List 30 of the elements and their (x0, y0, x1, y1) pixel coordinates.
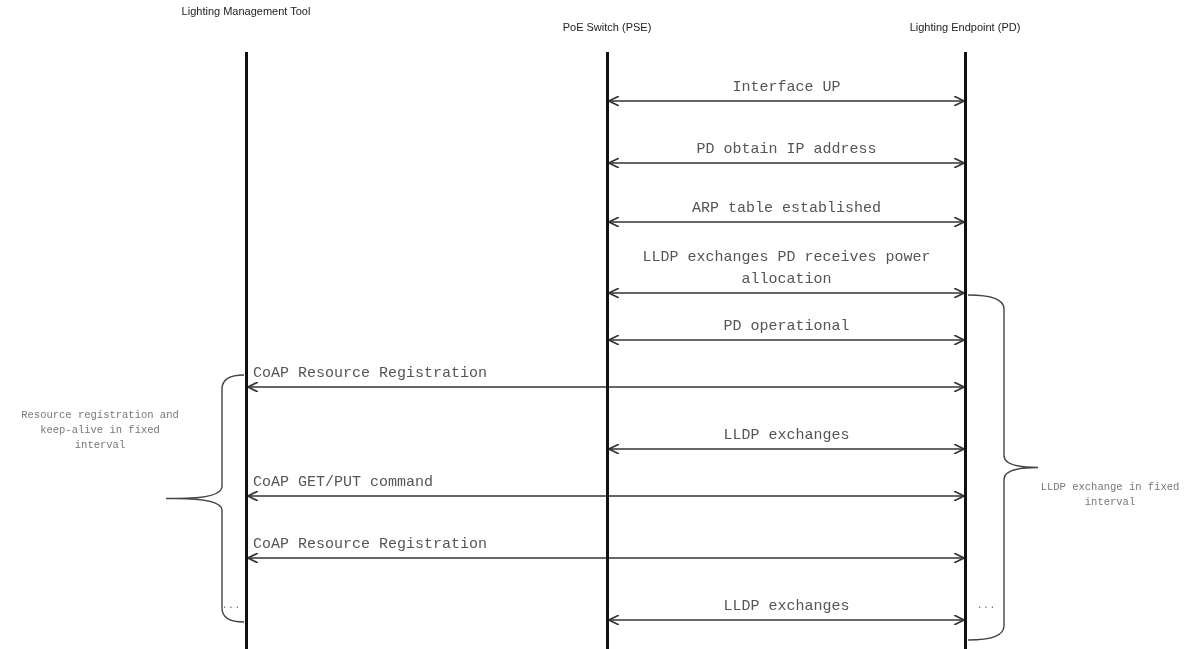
lifeline (606, 52, 609, 649)
note-text: Resource registration and keep-alive in fixed interval (20, 408, 180, 453)
arrow (608, 216, 965, 228)
arrow (608, 287, 965, 299)
edge-label: ARP table established (691, 199, 882, 219)
lifeline (245, 52, 248, 649)
edge-label: LLDP exchanges (722, 597, 851, 617)
lifeline-heading: Lighting Endpoint (PD) (908, 20, 1022, 35)
arrow (247, 490, 965, 502)
arrow (247, 381, 965, 393)
lifeline (964, 52, 967, 649)
edge-label: LLDP exchanges (722, 426, 851, 446)
arrow (608, 614, 965, 626)
edge-label: PD obtain IP address (695, 140, 878, 160)
edge-label: CoAP Resource Registration (253, 364, 488, 384)
edge-label: LLDP exchanges PD receives power allocation (641, 248, 932, 290)
note-text: ... (975, 598, 997, 613)
note-text: LLDP exchange in fixed interval (1040, 480, 1180, 510)
edge-label: Interface UP (731, 78, 842, 98)
arrow (247, 552, 965, 564)
arrow (608, 157, 965, 169)
arrow (608, 443, 965, 455)
lifeline-heading: Lighting Management Tool (180, 4, 312, 19)
arrow (608, 334, 965, 346)
edge-label: CoAP GET/PUT command (253, 473, 434, 493)
edge-label: CoAP Resource Registration (253, 535, 488, 555)
arrow (608, 95, 965, 107)
lifeline-heading: PoE Switch (PSE) (561, 20, 653, 35)
edge-label: PD operational (722, 317, 851, 337)
note-text: ... (220, 598, 242, 613)
